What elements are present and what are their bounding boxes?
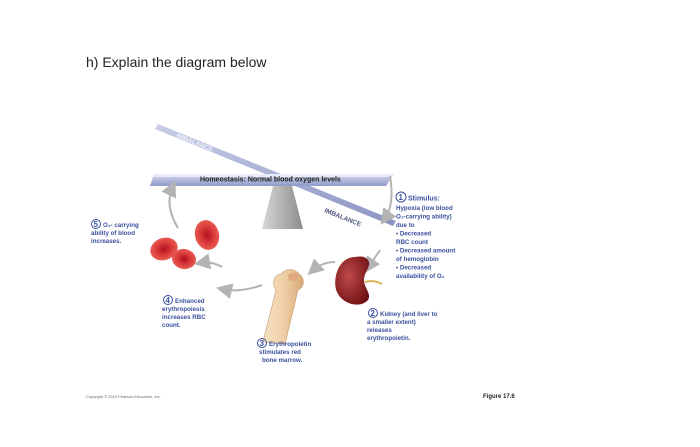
step-3-line-2: stimulates red — [259, 349, 301, 356]
imbalance-top-label: IMBALANCE — [175, 132, 214, 153]
step-5-line-3: increases. — [91, 238, 122, 245]
step-1-line-2: O₂-carrying ability) — [396, 214, 452, 221]
copyright-text: Copyright © 2010 Pearson Education, Inc. — [86, 394, 161, 399]
step-1-line-1: Hypoxia (low blood — [396, 205, 453, 212]
step-3-number: 3 — [260, 339, 265, 348]
step-2-line-2: a smaller extent) — [367, 319, 416, 326]
step-1-number: 1 — [399, 193, 404, 202]
step-2-line-1: Kidney (and liver to — [380, 311, 438, 318]
step-3-bone-marrow: 3 Erythropoietin stimulates red bone mar… — [257, 338, 313, 364]
step-4-erythropoiesis: 4 Enhanced erythropoiesis increases RBC … — [162, 295, 207, 329]
bone-image — [262, 269, 304, 345]
step-4-line-2: erythropoiesis — [162, 306, 205, 313]
step-5-line-1: O₂- carrying — [103, 222, 139, 229]
step-5-line-2: ability of blood — [91, 230, 135, 237]
step-2-line-3: releases — [367, 327, 392, 334]
svg-text:Erythropoietin stimulate: Erythropoietin stimulates red bone marro… — [259, 341, 313, 364]
step-4-line-4: count. — [162, 322, 181, 329]
question-text: h) Explain the diagram below — [86, 54, 267, 70]
figure-label: Figure 17.6 — [483, 394, 515, 400]
step-1-title: Stimulus: — [408, 196, 440, 203]
step-4-number: 4 — [166, 296, 171, 305]
fulcrum — [262, 186, 303, 229]
step-2-line-4: erythropoietin. — [367, 335, 411, 342]
step-4-line-3: increases RBC — [162, 314, 206, 321]
step-2-kidney: 2 Kidney (and liver to a smaller extent)… — [367, 308, 439, 342]
step-5-oxygen-capacity: 5 O₂- carrying ability of blood increase… — [91, 219, 141, 245]
step-1-line-5: RBC count — [396, 239, 428, 246]
step-3-line-1: Erythropoietin — [269, 341, 312, 348]
cycle-arrows — [161, 175, 397, 299]
step-1-stimulus: 1 Stimulus: Hypoxia (low blood O₂-carryi… — [395, 191, 457, 280]
step-1-line-8: • Decreased — [396, 265, 431, 272]
step-1-line-6: • Decreased amount — [396, 248, 455, 255]
svg-text:Hypoxia (low blood O₂-ca: Hypoxia (low blood O₂-carrying ability) … — [396, 205, 457, 280]
balance-beam — [150, 174, 394, 186]
svg-text:Enhanced erythropoiesis: Enhanced erythropoiesis increases RBC co… — [162, 298, 207, 329]
step-2-number: 2 — [371, 309, 376, 318]
step-1-line-7: of hemoglobin — [396, 256, 439, 263]
kidney-image — [335, 256, 383, 305]
step-1-line-4: • Decreased — [396, 231, 431, 238]
step-1-line-3: due to — [396, 222, 415, 229]
svg-text:Kidney (and liver to a s: Kidney (and liver to a smaller extent) r… — [367, 311, 439, 342]
step-1-line-9: availability of O₂ — [396, 273, 445, 280]
homeostasis-label: Homeostasis: Normal blood oxygen levels — [200, 177, 341, 184]
red-blood-cells — [150, 220, 220, 270]
step-4-line-1: Enhanced — [175, 298, 205, 305]
svg-text:O₂- carrying ability of: O₂- carrying ability of blood increases. — [91, 222, 141, 245]
step-5-number: 5 — [94, 220, 99, 229]
step-3-line-3: bone marrow. — [262, 357, 303, 364]
